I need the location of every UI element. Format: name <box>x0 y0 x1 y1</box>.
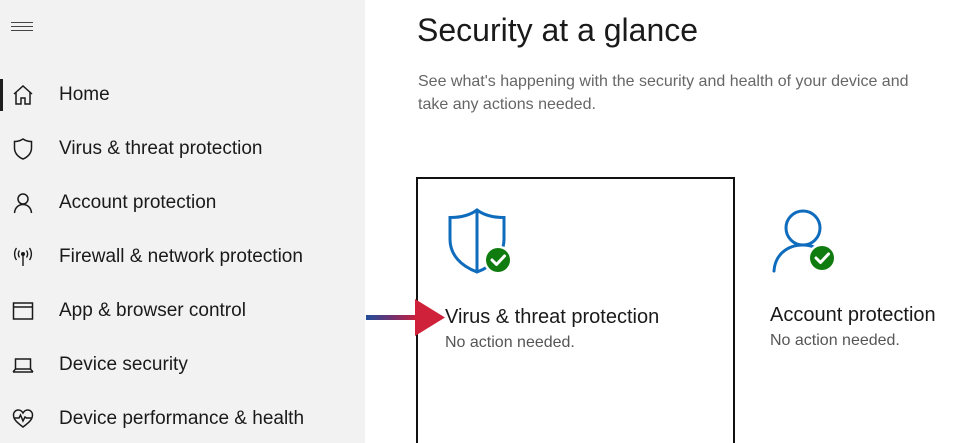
card-virus-threat-protection[interactable]: Virus & threat protection No action need… <box>416 177 735 443</box>
sidebar: Home Virus & threat protection Account p… <box>0 0 365 443</box>
sidebar-item-device-security[interactable]: Device security <box>0 343 365 387</box>
sidebar-item-firewall[interactable]: Firewall & network protection <box>0 235 365 279</box>
sidebar-item-label: Device performance & health <box>59 408 305 429</box>
person-icon <box>10 190 36 216</box>
sidebar-item-label: Firewall & network protection <box>59 246 303 267</box>
sidebar-item-device-performance[interactable]: Device performance & health <box>0 397 365 441</box>
page-subtitle: See what's happening with the security a… <box>418 73 909 113</box>
sidebar-item-account[interactable]: Account protection <box>0 181 365 225</box>
browser-window-icon <box>10 298 36 324</box>
card-status: No action needed. <box>770 332 900 349</box>
home-icon <box>10 82 36 108</box>
main-content: Security at a glance See what's happenin… <box>365 0 964 443</box>
antenna-icon <box>10 244 36 270</box>
sidebar-item-label: Account protection <box>59 192 217 213</box>
laptop-icon <box>10 352 36 378</box>
page-title: Security at a glance <box>417 12 699 48</box>
sidebar-item-label: Home <box>59 84 110 105</box>
sidebar-item-home[interactable]: Home <box>0 73 365 117</box>
sidebar-item-label: Device security <box>59 354 188 375</box>
hamburger-menu-icon[interactable] <box>11 22 33 36</box>
sidebar-item-app-browser[interactable]: App & browser control <box>0 289 365 333</box>
card-account-protection[interactable]: Account protection No action needed. <box>768 177 964 443</box>
heart-pulse-icon <box>10 406 36 432</box>
pointer-arrow-icon <box>366 299 445 336</box>
card-status: No action needed. <box>445 334 575 351</box>
card-title: Account protection <box>770 304 936 326</box>
sidebar-item-label: App & browser control <box>59 300 246 321</box>
sidebar-item-label: Virus & threat protection <box>59 138 263 159</box>
sidebar-item-virus-threat[interactable]: Virus & threat protection <box>0 127 365 171</box>
person-check-icon <box>769 205 839 273</box>
shield-icon <box>10 136 36 162</box>
shield-check-icon <box>445 207 515 275</box>
card-title: Virus & threat protection <box>445 306 660 328</box>
